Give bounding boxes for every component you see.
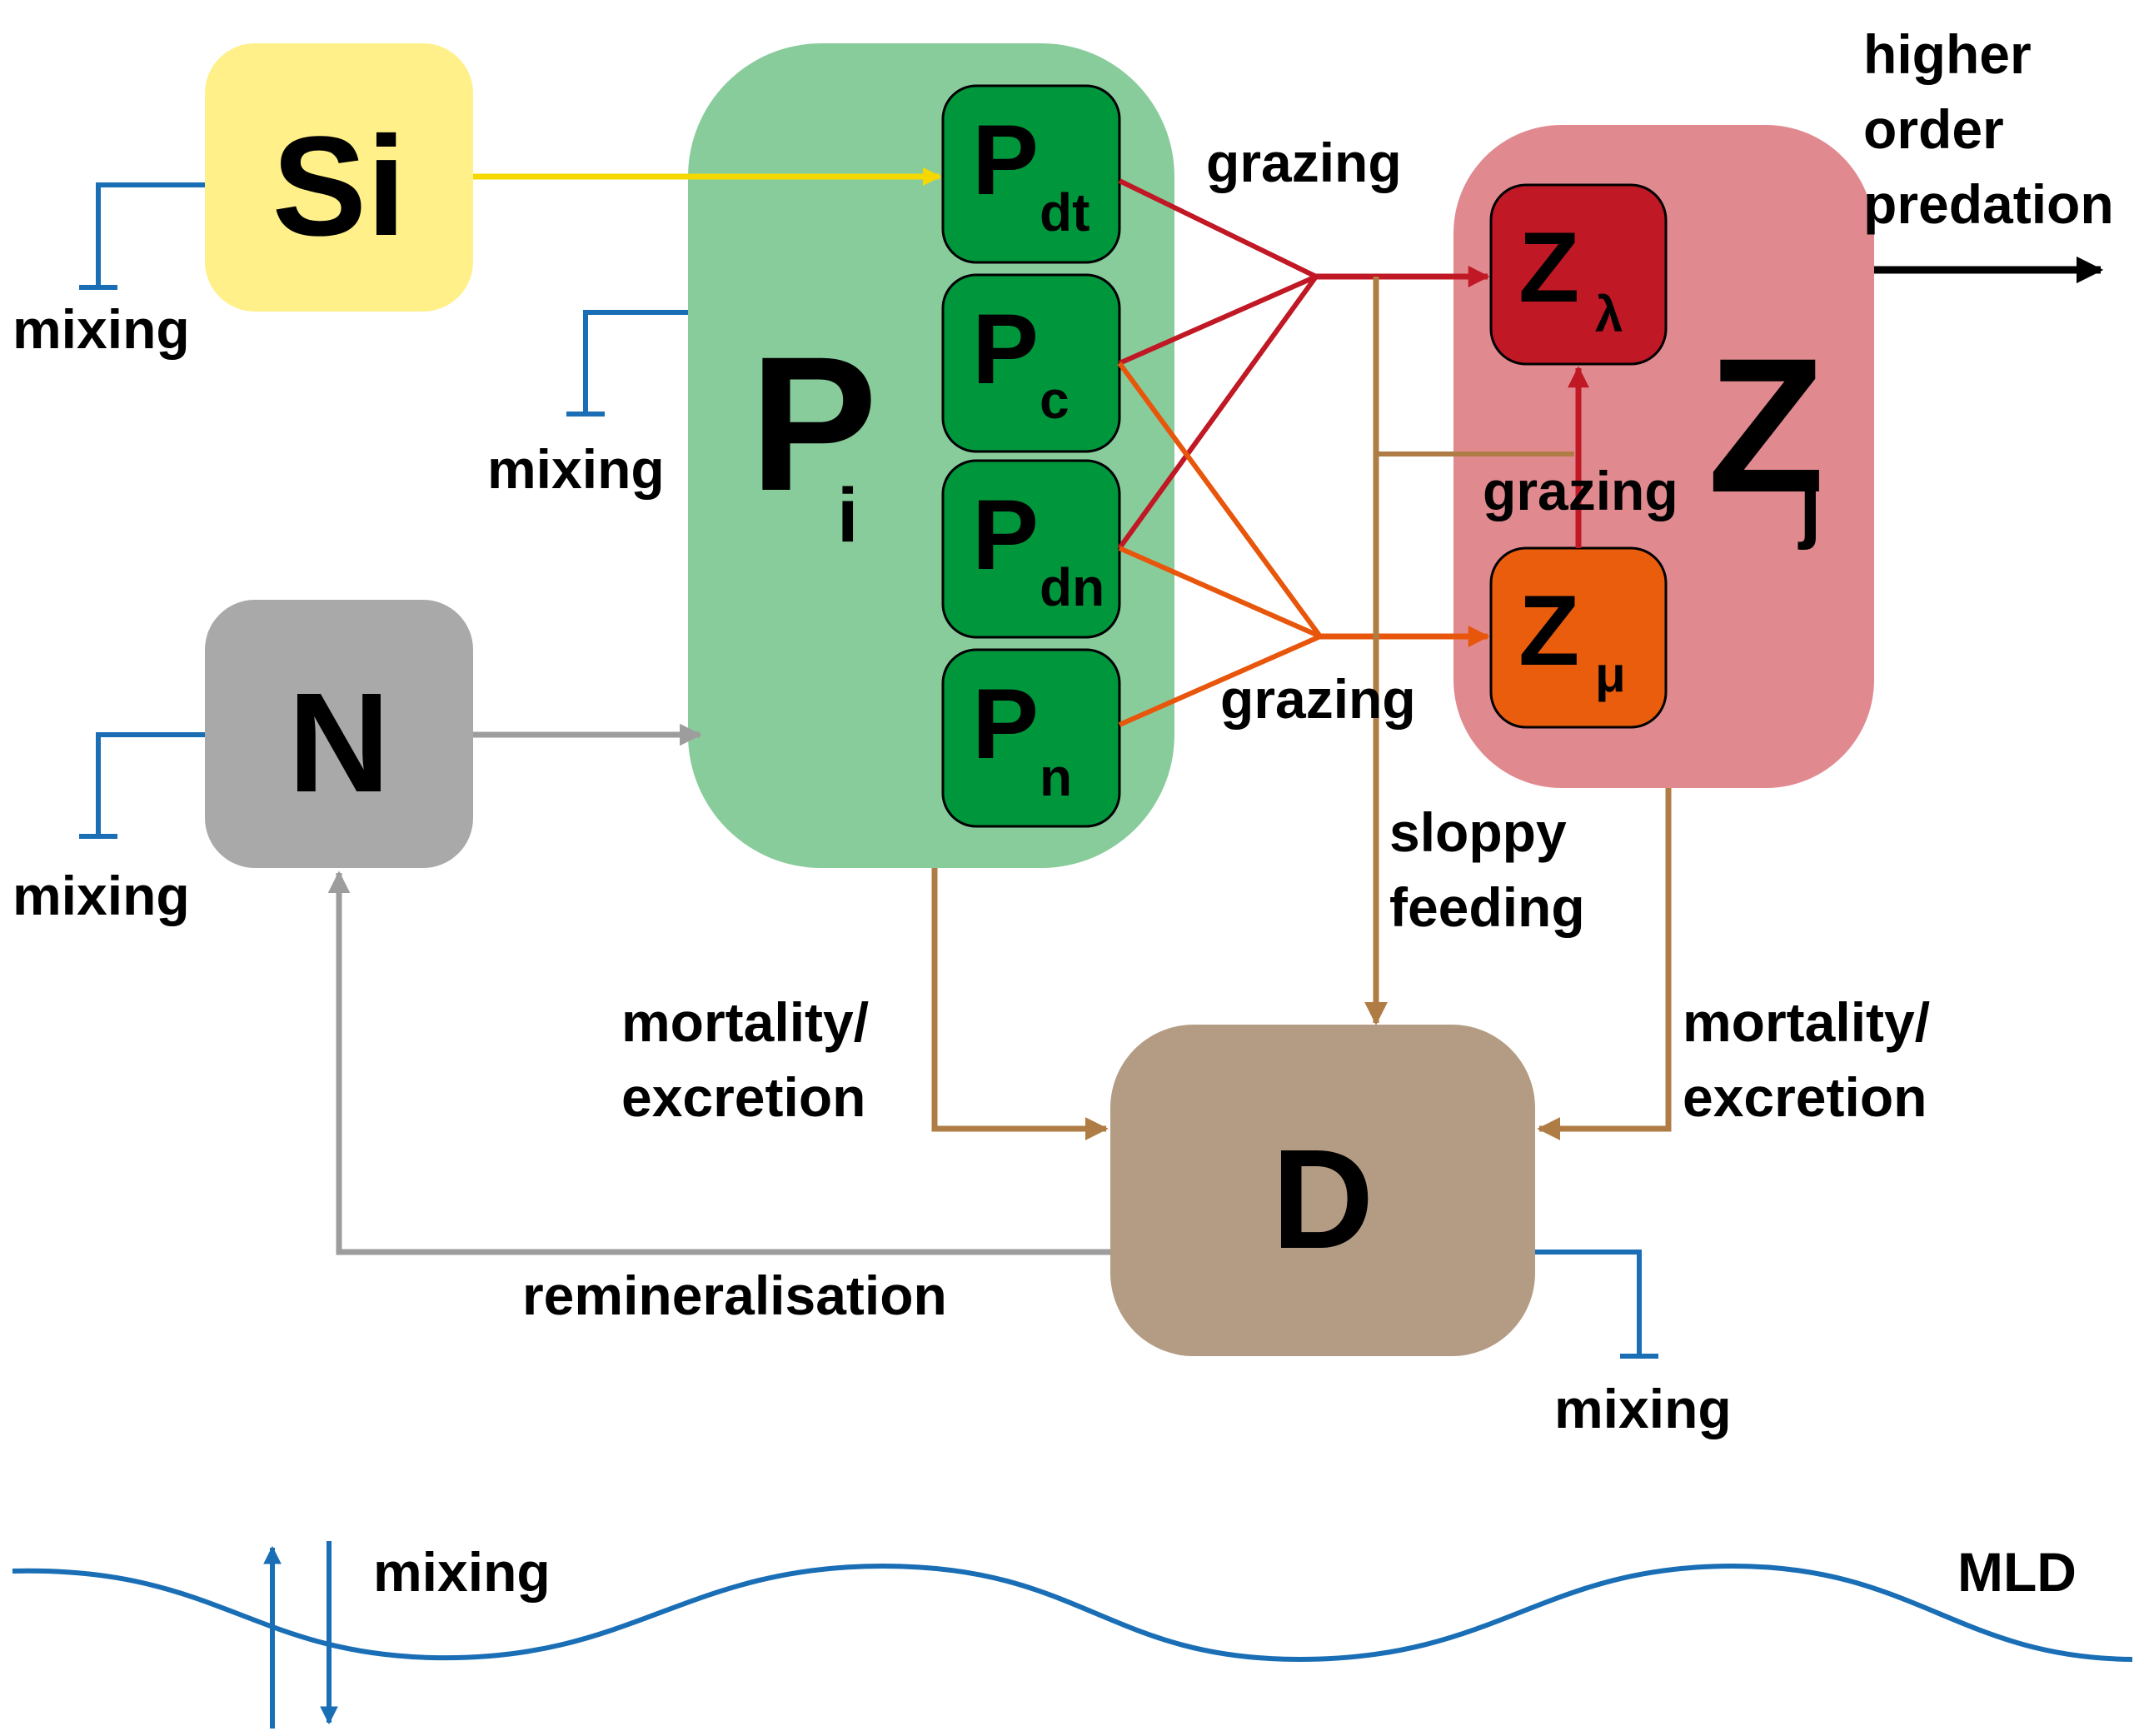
zoo-mortality-label-2: excretion (1683, 1066, 1927, 1128)
mld-wave-line (12, 1563, 2133, 1663)
phyto-dt-box (941, 84, 1121, 264)
mixing-bracket-si (96, 182, 205, 287)
phyto-mortality-label-1: mortality/ (621, 991, 869, 1053)
phyto-n-sub: n (1040, 747, 1072, 807)
grazing-line-pc-zmu (1117, 362, 1323, 638)
mixing-label-n: mixing (12, 865, 190, 926)
remineralisation-arrow (327, 870, 1110, 1255)
grazing-line-pc-zlambda (1118, 274, 1318, 366)
detritus-box (1110, 1025, 1535, 1356)
phytoplankton-group-label: P (750, 317, 877, 531)
phyto-dt-sub: dt (1040, 182, 1089, 242)
silicate-box (205, 43, 473, 312)
nutrient-box (205, 600, 473, 868)
mixing-label-mld: mixing (373, 1541, 551, 1603)
mixing-bracket-d (1535, 1250, 1642, 1356)
phyto-dn-main: P (972, 479, 1039, 591)
phyto-c-sub: c (1040, 370, 1070, 430)
mixing-label-p: mixing (487, 438, 665, 500)
mixing-bracket-p (583, 310, 688, 414)
detritus-label: D (1272, 1120, 1374, 1279)
sloppy-feeding-label-2: feeding (1389, 876, 1585, 938)
phyto-n-main: P (972, 668, 1039, 780)
zoo-lambda-sub: λ (1595, 287, 1623, 342)
zooplankton-group-subscript: j (1797, 461, 1822, 551)
grazing-line-pdt-zlambda (1118, 178, 1318, 279)
grazing-label-mid: grazing (1483, 460, 1678, 521)
phyto-mortality-label-2: excretion (621, 1066, 865, 1128)
zooplankton-group-label: Z (1708, 318, 1825, 532)
mixing-label-si: mixing (12, 298, 190, 360)
phyto-dt-main: P (972, 104, 1039, 216)
phyto-dn-sub: dn (1040, 557, 1104, 617)
zoo-mortality-arrow (1537, 788, 1672, 1140)
mixing-bracket-n (96, 732, 205, 836)
grazing-line-pdn-zlambda (1117, 275, 1319, 550)
mld-label: MLD (1957, 1541, 2077, 1603)
zoo-mortality-label-1: mortality/ (1683, 991, 1930, 1053)
grazing-label-top: grazing (1206, 132, 1402, 193)
grazing-line-pn-zmu (1118, 634, 1322, 727)
phytoplankton-group-subscript: i (837, 473, 859, 558)
nutrient-label: N (288, 664, 391, 822)
grazing-line-pdn-zmu (1118, 546, 1322, 639)
grazing-label-bottom: grazing (1220, 668, 1416, 730)
sloppy-feeding-label-1: sloppy (1389, 801, 1567, 863)
zoo-mu-sub: μ (1595, 646, 1626, 702)
phyto-mortality-arrow (931, 868, 1109, 1140)
zoo-lambda-box (1489, 183, 1668, 366)
higher-order-label-1: higher (1863, 23, 2032, 85)
remineralisation-label: remineralisation (522, 1265, 947, 1326)
zoo-mu-main: Z (1518, 575, 1579, 686)
higher-order-label-3: predation (1863, 173, 2114, 235)
mixing-label-d: mixing (1554, 1378, 1732, 1439)
zoo-lambda-main: Z (1518, 212, 1579, 323)
phyto-c-main: P (972, 293, 1039, 405)
higher-order-label-2: order (1863, 98, 2004, 160)
phyto-n-box (941, 648, 1121, 828)
silicate-label: Si (272, 107, 406, 266)
